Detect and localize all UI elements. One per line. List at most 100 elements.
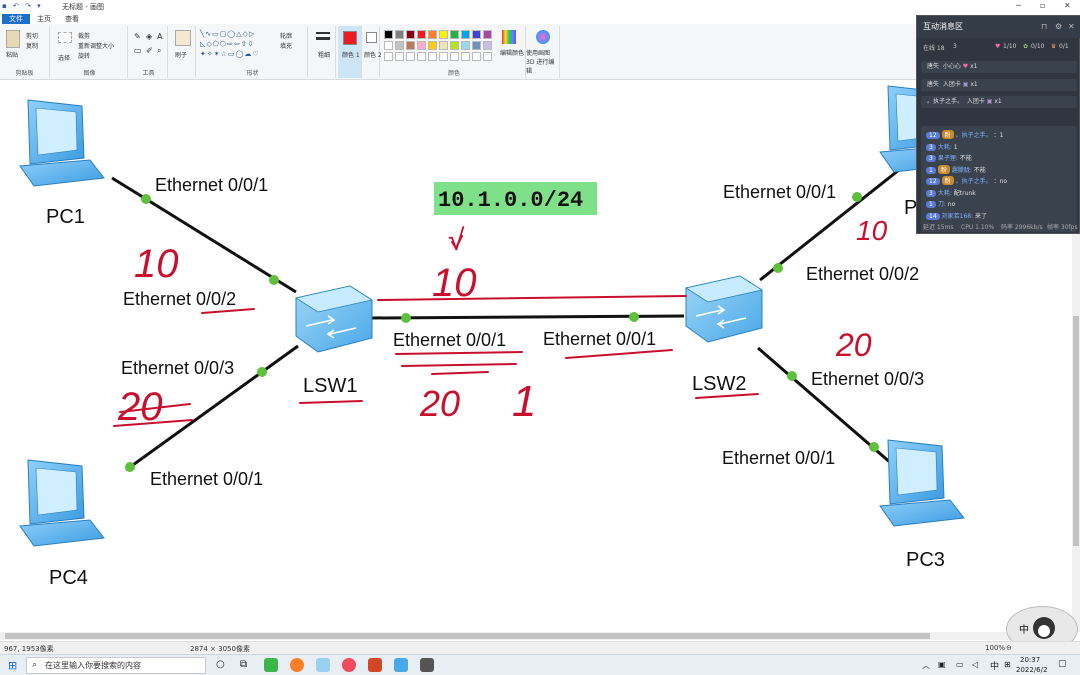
palette-swatch[interactable] [483, 30, 492, 39]
port-dot[interactable] [787, 371, 797, 381]
palette-swatch[interactable] [450, 30, 459, 39]
clock-date[interactable]: 2022/6/2 [1016, 666, 1048, 674]
cortana-icon[interactable]: ○ [216, 659, 225, 670]
palette-swatch[interactable] [406, 41, 415, 50]
tab-view[interactable]: 查看 [65, 15, 79, 23]
palette-swatch-empty[interactable] [472, 52, 481, 61]
chat-username[interactable]: 大耗: [937, 143, 952, 151]
paint3d-icon[interactable] [536, 30, 550, 44]
edit-colors-button[interactable]: 编辑颜色 [500, 50, 525, 57]
resize-button[interactable]: 重新调整大小 [78, 43, 115, 50]
lock-icon[interactable]: ⊓ [1041, 22, 1048, 31]
fill-icon[interactable]: ◈ [146, 32, 153, 41]
lsw2-icon[interactable] [685, 275, 763, 343]
edit-colors-icon[interactable] [502, 30, 516, 44]
palette-swatch-empty[interactable] [395, 52, 404, 61]
palette-swatch-empty[interactable] [483, 52, 492, 61]
palette-swatch[interactable] [461, 30, 470, 39]
port-dot[interactable] [773, 263, 783, 273]
palette-swatch[interactable] [417, 41, 426, 50]
vertical-scrollbar[interactable] [1072, 86, 1080, 632]
eraser-icon[interactable]: ▭ [134, 46, 142, 55]
palette-swatch[interactable] [395, 41, 404, 50]
gear-icon[interactable]: ⚙ [1055, 22, 1063, 31]
palette-swatch[interactable] [384, 30, 393, 39]
palette-swatch-empty[interactable] [406, 52, 415, 61]
lsw1-icon[interactable] [295, 285, 373, 353]
pc3-icon[interactable] [879, 439, 965, 527]
fill-button[interactable]: 填充 [280, 43, 293, 50]
palette-swatch-empty[interactable] [384, 52, 393, 61]
palette-swatch-empty[interactable] [461, 52, 470, 61]
color2-group[interactable]: 颜色 2 [364, 26, 382, 78]
horizontal-scrollbar[interactable] [0, 632, 1072, 640]
ime-mode-icon[interactable]: ⊞ [1004, 660, 1011, 669]
port-dot[interactable] [629, 312, 639, 322]
port-dot[interactable] [852, 192, 862, 202]
size-icon[interactable] [316, 32, 330, 34]
chat-username[interactable]: 刀: [937, 201, 946, 208]
zoom-out-icon[interactable]: ⊖ [1006, 644, 1012, 652]
app-icon-1[interactable] [264, 658, 278, 672]
port-dot[interactable] [269, 275, 279, 285]
network-icon[interactable]: ▭ [956, 660, 964, 669]
chat-username[interactable]: 趣朦胧: [951, 166, 972, 174]
maximize-icon[interactable]: ▫ [1040, 1, 1046, 10]
port-dot[interactable] [257, 367, 267, 377]
color1-group[interactable]: 颜色 1 [338, 26, 362, 78]
palette-swatch[interactable] [439, 41, 448, 50]
windows-start-icon[interactable]: ⊞ [8, 659, 18, 672]
notification-icon[interactable]: ▢ [1058, 659, 1067, 669]
shapes-gallery-row2[interactable]: ◺◇⬠⬡⇨⇦⇧⇩ [200, 40, 255, 48]
chat-close-icon[interactable]: ✕ [1068, 22, 1075, 31]
paste-button[interactable]: 粘贴 [6, 52, 19, 59]
app-icon-2[interactable] [342, 658, 356, 672]
ime-indicator[interactable]: 中 [1019, 625, 1029, 636]
port-dot[interactable] [869, 442, 879, 452]
text-icon[interactable]: A [157, 32, 163, 41]
picker-icon[interactable]: ✐ [146, 46, 153, 55]
tray-app-icon[interactable]: ▣ [938, 660, 946, 669]
powerpoint-icon[interactable] [368, 658, 382, 672]
palette-swatch[interactable] [384, 41, 393, 50]
palette-swatch[interactable] [406, 30, 415, 39]
brushes-button[interactable]: 刷子 [175, 52, 188, 59]
size-button[interactable]: 粗细 [318, 52, 331, 59]
magnifier-icon[interactable]: ⌕ [157, 46, 162, 55]
palette-swatch[interactable] [428, 30, 437, 39]
tray-chevron-icon[interactable]: ︿ [922, 661, 930, 670]
quick-access-toolbar[interactable]: ▪ ↶ ↷ ▾ [2, 2, 43, 10]
pc4-icon[interactable] [19, 459, 105, 547]
task-view-icon[interactable]: ⧉ [240, 659, 248, 670]
select-button[interactable]: 选择 [58, 55, 71, 62]
app-icon-4[interactable] [420, 658, 434, 672]
ime-taskbar[interactable]: 中 [990, 662, 1000, 672]
port-dot[interactable] [401, 313, 411, 323]
clock-time[interactable]: 20:37 [1020, 656, 1041, 664]
outline-button[interactable]: 轮廓 [280, 33, 293, 40]
palette-swatch-empty[interactable] [450, 52, 459, 61]
volume-icon[interactable]: ◁ [972, 660, 979, 669]
chat-username[interactable]: 果子狸: [937, 155, 958, 162]
palette-swatch[interactable] [395, 30, 404, 39]
paint-icon[interactable] [316, 658, 330, 672]
palette-swatch[interactable] [472, 41, 481, 50]
firefox-icon[interactable] [290, 658, 304, 672]
palette-swatch[interactable] [428, 41, 437, 50]
chat-username[interactable]: 刘家若168: [941, 212, 974, 220]
chat-username[interactable]: 大耗: [937, 189, 952, 197]
brush-icon[interactable] [175, 30, 191, 46]
rotate-button[interactable]: 旋转 [78, 53, 91, 60]
horizontal-scroll-thumb[interactable] [5, 633, 930, 639]
palette-swatch[interactable] [417, 30, 426, 39]
paste-icon[interactable] [6, 30, 20, 48]
shapes-gallery-row3[interactable]: ✦✧✶☆▭◯☁♡ [200, 50, 260, 58]
minimize-icon[interactable]: ─ [1016, 1, 1021, 10]
port-dot[interactable] [141, 194, 151, 204]
tab-file[interactable]: 文件 [2, 14, 30, 24]
color2-swatch[interactable] [366, 32, 377, 43]
crop-button[interactable]: 裁剪 [78, 33, 91, 40]
copy-button[interactable]: 复制 [26, 43, 39, 50]
paint3d-button[interactable]: 使用画图 3D 进行编辑 [526, 50, 555, 75]
